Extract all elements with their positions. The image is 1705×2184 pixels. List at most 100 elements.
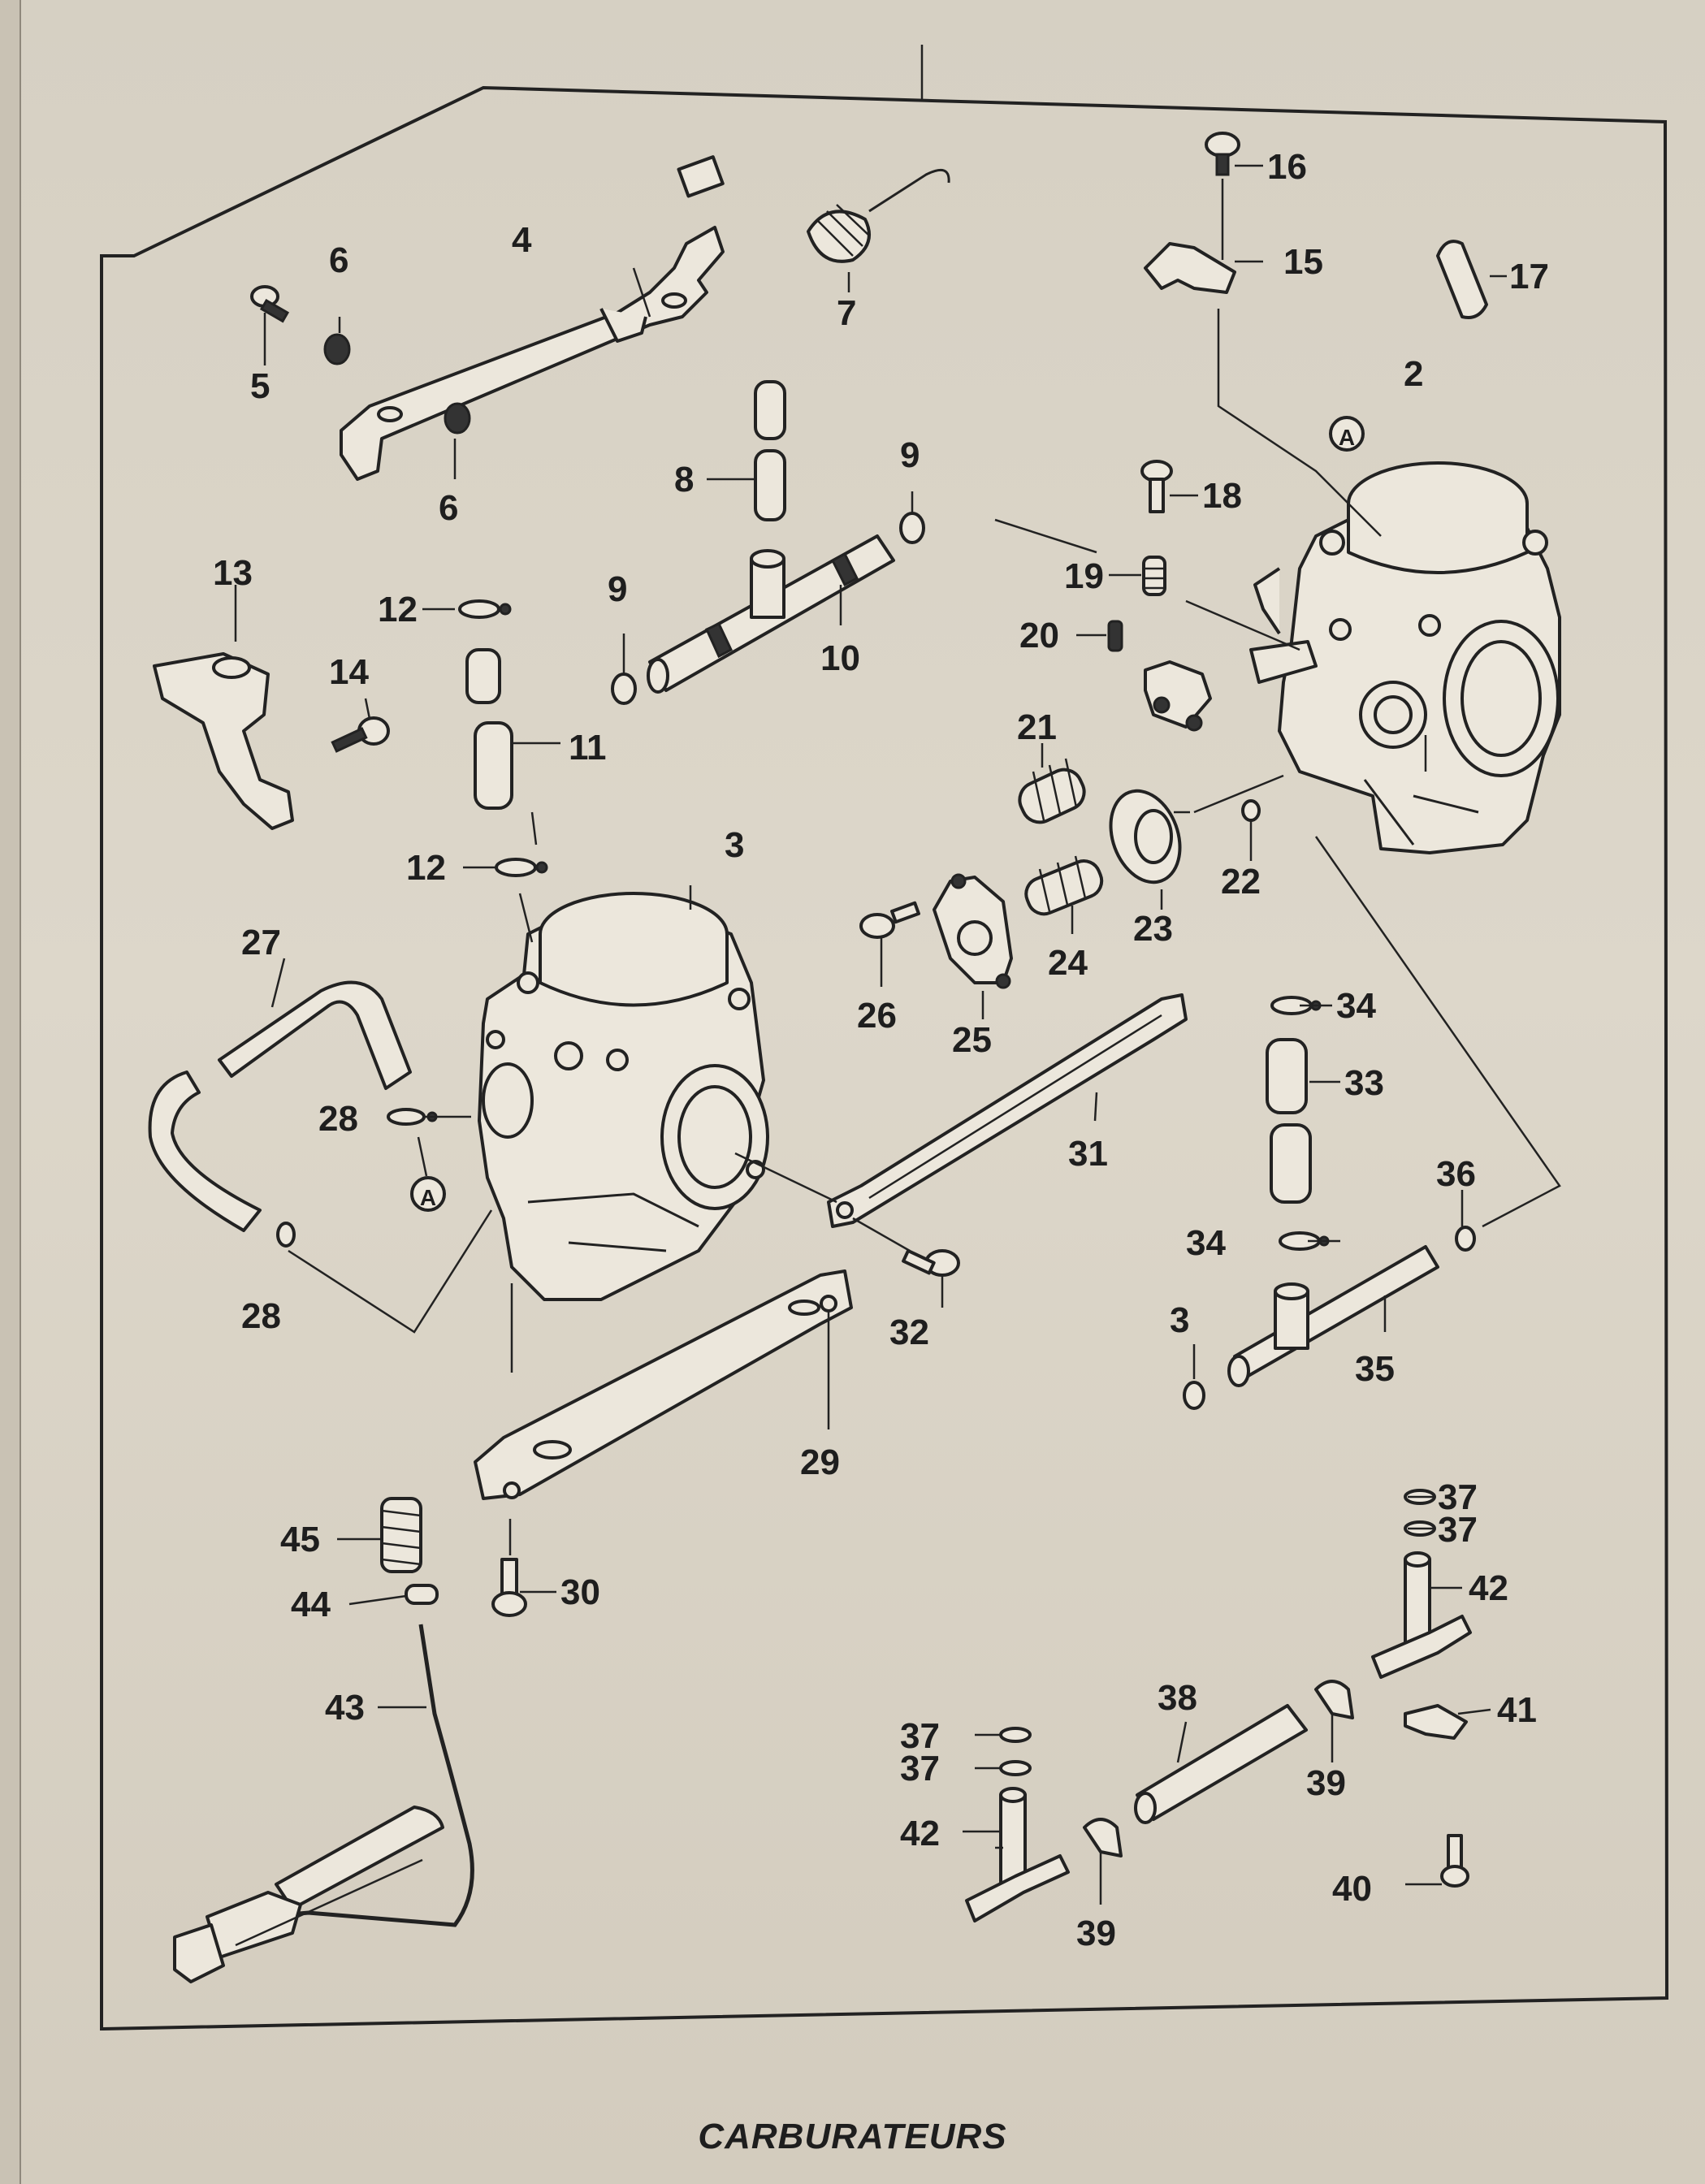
choke-link-plate (340, 155, 725, 481)
label-33: 33 (1344, 1063, 1384, 1103)
label-14: 14 (329, 652, 369, 692)
carburetor-right (1144, 461, 1561, 854)
diaphragm-spring-lower (1024, 855, 1104, 916)
t-joint-left (965, 1787, 1070, 1922)
label-12-lower: 12 (406, 848, 446, 888)
bracket-screw (331, 716, 390, 753)
return-spring (807, 168, 950, 263)
label-44: 44 (291, 1585, 331, 1624)
stay-screw-lower (491, 1558, 527, 1617)
label-6-lower: 6 (439, 488, 458, 528)
label-37-b: 37 (1438, 1510, 1478, 1550)
cover-screw (859, 901, 920, 939)
mark-a-right-text: A (1339, 425, 1355, 450)
adjust-screw (1140, 460, 1173, 513)
label-9-left: 9 (608, 569, 627, 609)
fuel-joint-pipe (647, 534, 895, 694)
label-30: 30 (560, 1572, 600, 1612)
o-ring-upper (899, 512, 925, 544)
label-34-lower: 34 (1186, 1223, 1226, 1263)
label-15: 15 (1283, 242, 1323, 282)
stay-screw-upper (902, 1248, 960, 1277)
cable-holder (405, 1584, 439, 1605)
label-23: 23 (1133, 909, 1173, 949)
collar-pair-lower (465, 648, 513, 810)
leader-lines (234, 164, 1507, 1905)
label-20: 20 (1019, 616, 1059, 655)
mark-a-left-text: A (420, 1185, 436, 1210)
label-18: 18 (1202, 476, 1242, 516)
label-11: 11 (569, 728, 607, 768)
adjust-spring (1142, 556, 1166, 596)
o-ring-right (1455, 1226, 1476, 1252)
diagram-frame (100, 85, 1669, 2031)
nut-upper (323, 333, 351, 365)
clip-lower (495, 858, 548, 877)
label-22: 22 (1221, 862, 1261, 902)
label-19: 19 (1064, 556, 1104, 596)
fuel-hose (1134, 1704, 1308, 1824)
label-26: 26 (857, 996, 897, 1036)
label-39-left: 39 (1076, 1914, 1116, 1953)
diaphragm (1109, 789, 1190, 884)
label-41: 41 (1497, 1690, 1537, 1730)
carburetor-left (478, 892, 769, 1301)
mark-a-left (410, 1176, 446, 1212)
label-25: 25 (952, 1020, 992, 1060)
diaphragm-cover (933, 873, 1013, 989)
rubber-cap (1436, 240, 1488, 319)
label-37-d: 37 (900, 1749, 940, 1788)
upper-stay-plate (827, 993, 1188, 1228)
diaphragm-spring-upper (1018, 758, 1086, 824)
label-24: 24 (1048, 943, 1088, 983)
label-28-upper: 28 (318, 1099, 358, 1139)
t-joint-bracket (1404, 1704, 1468, 1740)
label-31: 31 (1068, 1134, 1108, 1174)
o-ring-left (611, 672, 637, 705)
label-34-upper: 34 (1336, 986, 1376, 1026)
label-8: 8 (674, 460, 694, 500)
label-43: 43 (325, 1688, 365, 1728)
choke-cable (173, 1624, 474, 1983)
throttle-bracket (153, 652, 294, 830)
hose-clamp-left (1083, 1818, 1123, 1857)
small-pin (1107, 620, 1123, 652)
label-2: 2 (1404, 354, 1423, 394)
label-6-upper: 6 (329, 240, 348, 280)
nut-lower (444, 402, 471, 435)
label-42-left: 42 (900, 1814, 940, 1853)
label-10: 10 (820, 638, 860, 678)
bracket-top-screw (1205, 132, 1240, 176)
t-joint-right (1371, 1551, 1472, 1679)
label-45: 45 (280, 1520, 320, 1559)
label-21: 21 (1017, 707, 1057, 747)
label-35: 35 (1355, 1349, 1395, 1389)
label-12-upper: 12 (378, 590, 418, 629)
o-ring-right-lower (1183, 1381, 1205, 1410)
label-9-upper: 9 (900, 435, 920, 475)
label-7: 7 (837, 293, 856, 333)
label-29: 29 (800, 1442, 840, 1482)
label-17: 17 (1509, 257, 1549, 296)
cable-spring (380, 1497, 422, 1573)
o-ring-pair-left (999, 1727, 1032, 1776)
label-36: 36 (1436, 1154, 1476, 1194)
fuel-joint-pipe-right (1227, 1245, 1439, 1387)
label-37-a: 37 (1438, 1477, 1478, 1517)
label-38: 38 (1158, 1678, 1197, 1718)
o-ring-small (1241, 799, 1261, 822)
label-4: 4 (512, 220, 532, 260)
label-28-lower: 28 (241, 1296, 281, 1336)
label-40: 40 (1332, 1869, 1372, 1909)
t-joint-screw (1440, 1834, 1469, 1888)
collar-pair-upper (754, 380, 786, 521)
cable-bracket (1144, 242, 1236, 294)
vent-hose (148, 980, 412, 1232)
label-3: 3 (725, 825, 744, 865)
lower-stay-plate (474, 1269, 853, 1500)
label-13: 13 (213, 553, 253, 593)
screw (250, 285, 290, 323)
label-32: 32 (889, 1313, 929, 1352)
diagram-caption: CARBURATEURS (698, 2117, 1007, 2156)
